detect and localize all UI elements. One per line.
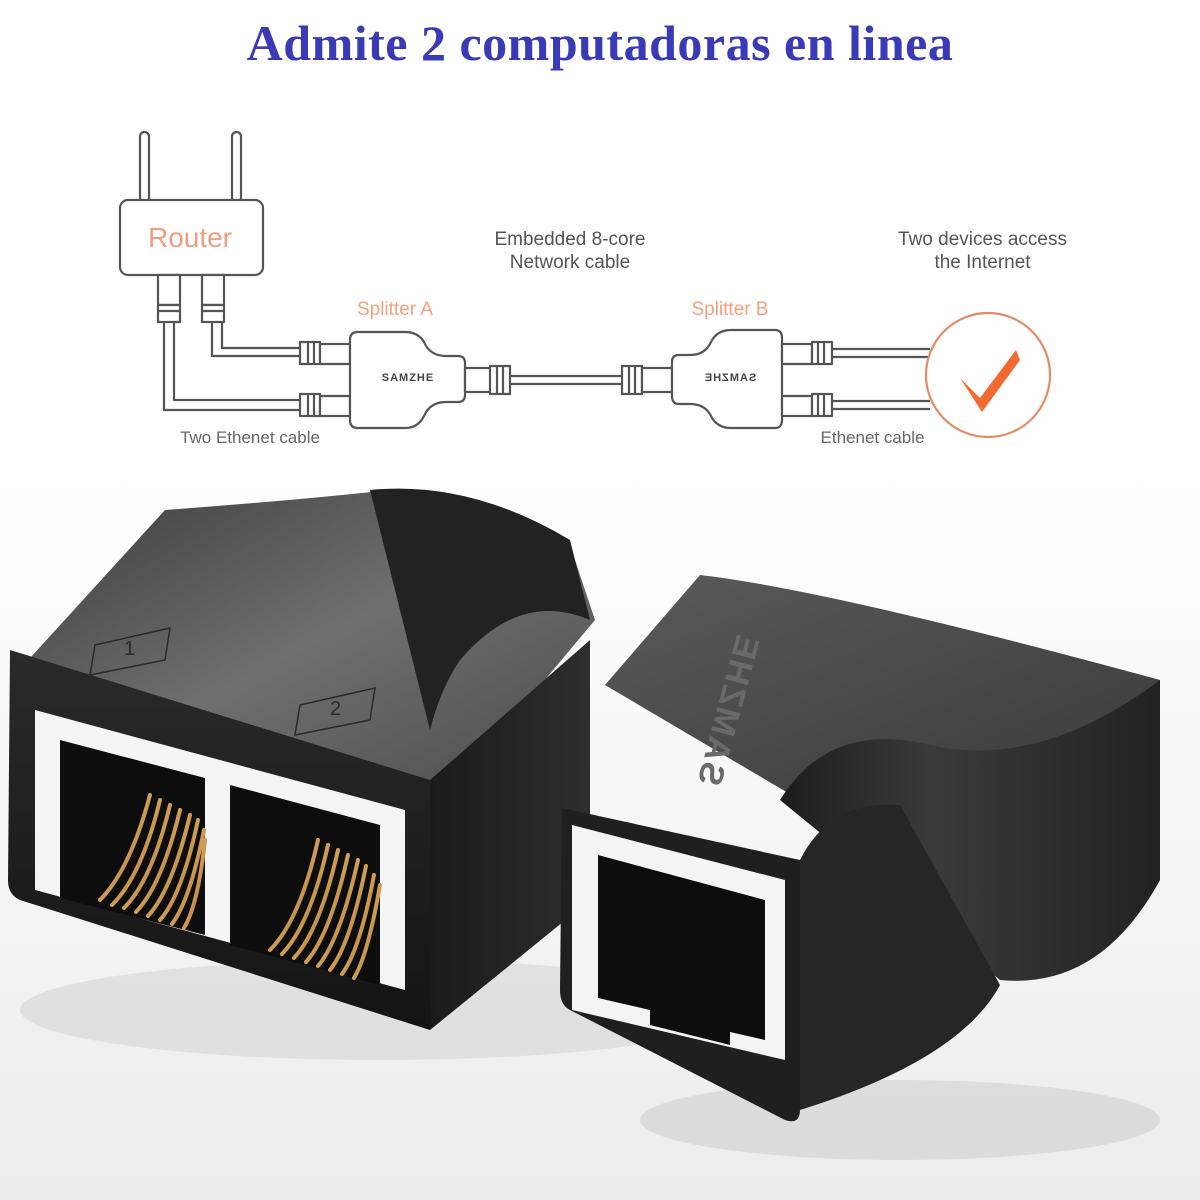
router-label: Router (147, 222, 233, 253)
right-cable-label: Ethenet cable (820, 428, 925, 447)
splitter-a-brand: SAMZHE (381, 372, 435, 384)
check-circle (924, 311, 1052, 439)
diagram-lines (118, 130, 1052, 439)
middle-cable-label: Embedded 8-core Network cable (440, 228, 700, 274)
result-label-line1: Two devices access (898, 229, 1067, 250)
checkmark-icon (960, 350, 1020, 412)
network-diagram: Router Embedded 8-core Network cable Two… (0, 110, 1200, 470)
result-label-line2: the Internet (934, 252, 1031, 273)
port-label-1: 1 (124, 638, 136, 660)
splitter-a-label: Splitter A (356, 299, 434, 320)
middle-cable-label-line1: Embedded 8-core (494, 229, 646, 250)
product-photo: 1 2 SAMZHE (0, 470, 1200, 1200)
splitter-illustration (0, 470, 1200, 1200)
middle-cable-label-line2: Network cable (509, 252, 631, 273)
result-label: Two devices access the Internet (860, 228, 1105, 274)
port-label-2: 2 (330, 698, 342, 720)
page-title: Admite 2 computadoras en linea (246, 15, 954, 71)
splitter-b-label: Splitter B (691, 299, 769, 320)
left-cable-label: Two Ethenet cable (180, 428, 320, 447)
splitter-b-brand: SAMZHE (703, 372, 757, 384)
